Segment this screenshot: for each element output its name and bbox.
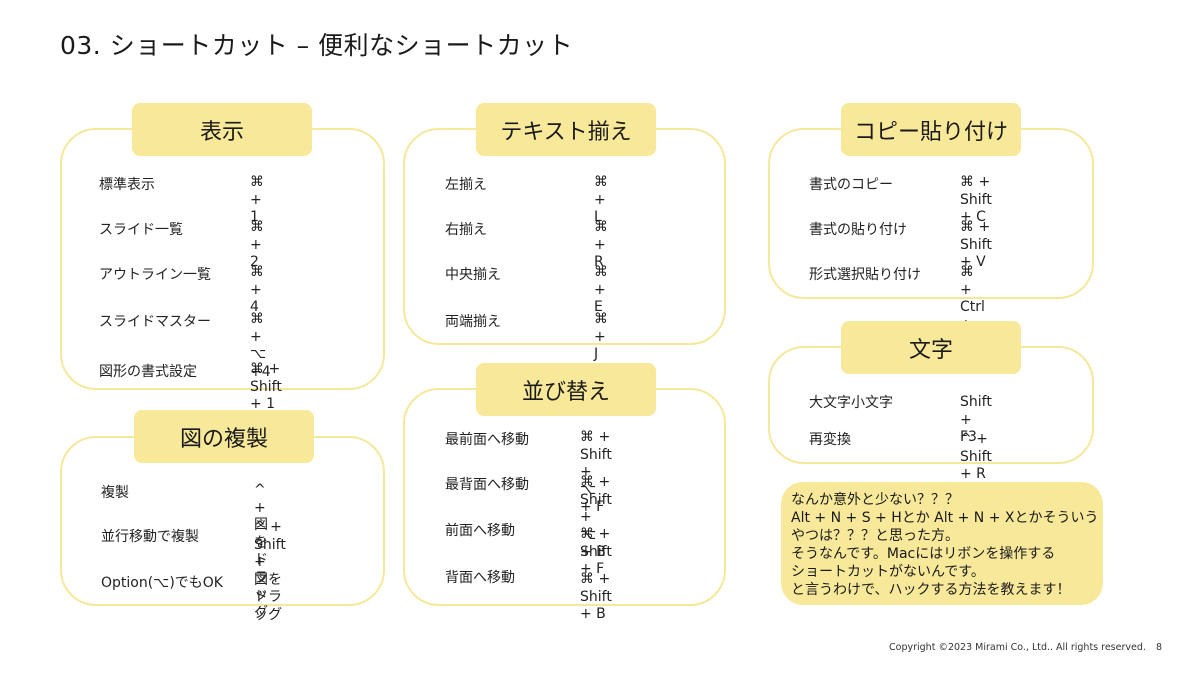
note-line: やつは？？？と思った方。 — [791, 528, 959, 544]
shortcut: ⌘ + J — [594, 311, 608, 362]
shortcut: ⌘ + L — [594, 174, 608, 225]
card-text — [768, 346, 1094, 464]
label: 書式の貼り付け — [809, 222, 907, 238]
heading-order: 並び替え — [476, 363, 656, 416]
heading-display: 表示 — [132, 103, 312, 156]
shortcut: ⌘ + ⌥ +4 — [250, 311, 271, 380]
shortcut: ⌘ + Shift + V — [960, 219, 992, 270]
shortcut: ⌘ + 4 — [250, 264, 264, 315]
label: 背面へ移動 — [445, 570, 515, 586]
slide-title: 03. ショートカット – 便利なショートカット — [60, 31, 574, 60]
shortcut: ⌘ + 2 — [250, 219, 264, 270]
page-number: 8 — [1156, 642, 1163, 653]
shortcut: ⌘ + Shift + ⌥ + B — [580, 474, 612, 560]
shortcut: ⌘ + Shift + B — [580, 571, 612, 622]
shortcut: ⌘ + Shift + C — [960, 174, 992, 225]
label: 最前面へ移動 — [445, 432, 529, 448]
card-duplicate — [60, 436, 385, 606]
label: 中央揃え — [445, 267, 501, 283]
shortcut: ⌘ + E — [594, 264, 608, 315]
shortcut: ⌘ + R — [594, 219, 608, 270]
note-line: なんか意外と少ない？？？ — [791, 492, 959, 508]
shortcut: ^ + 図をドラッグ — [254, 482, 268, 621]
label: 右揃え — [445, 222, 487, 238]
heading-align: テキスト揃え — [476, 103, 656, 156]
label: 前面へ移動 — [445, 523, 515, 539]
label: 再変換 — [809, 432, 851, 448]
card-order — [403, 388, 726, 606]
note-box: なんか意外と少ない？？？ Alt + N + S + Hとか Alt + N +… — [781, 482, 1103, 605]
label: スライドマスター — [99, 314, 211, 330]
heading-copy-paste: コピー貼り付け — [841, 103, 1021, 156]
shortcut: Shift + F3 — [960, 394, 992, 445]
label: 書式のコピー — [809, 177, 893, 193]
label: 形式選択貼り付け — [809, 267, 921, 283]
label: Option(⌥)でもOK — [101, 575, 223, 591]
shortcut: ⌘ + Shift + F — [580, 526, 612, 577]
label: 左揃え — [445, 177, 487, 193]
label: 両端揃え — [445, 314, 501, 330]
note-line: と言うわけで、ハックする方法を教えます！ — [791, 582, 1071, 598]
label: 並行移動で複製 — [101, 529, 199, 545]
shortcut: ^ + Shift + 図をドラッグ — [254, 519, 286, 623]
note-line: そうなんです。Macにはリボンを操作する — [791, 546, 1056, 562]
label: 標準表示 — [99, 177, 155, 193]
card-align — [403, 128, 726, 345]
shortcut: ⌘ + Shift + ⌥ + F — [580, 429, 612, 515]
note-line: ショートカットがないんです。 — [791, 564, 985, 580]
heading-text: 文字 — [841, 321, 1021, 374]
shortcut: ⌘ + Shift + 1 — [250, 361, 282, 412]
card-display — [60, 128, 385, 390]
shortcut: ⌘ + 1 — [250, 174, 264, 225]
label: 大文字小文字 — [809, 395, 893, 411]
note-line: Alt + N + S + Hとか Alt + N + Xとかそういう — [791, 510, 1099, 526]
label: 複製 — [101, 485, 129, 501]
copyright: Copyright ©2023 Mirami Co., Ltd.. All ri… — [889, 642, 1146, 653]
label: アウトライン一覧 — [99, 267, 211, 283]
shortcut: ^ + Shift + R — [960, 431, 992, 482]
label: 図形の書式設定 — [99, 364, 197, 380]
label: スライド一覧 — [99, 222, 183, 238]
label: 最背面へ移動 — [445, 477, 529, 493]
heading-duplicate: 図の複製 — [134, 410, 314, 463]
